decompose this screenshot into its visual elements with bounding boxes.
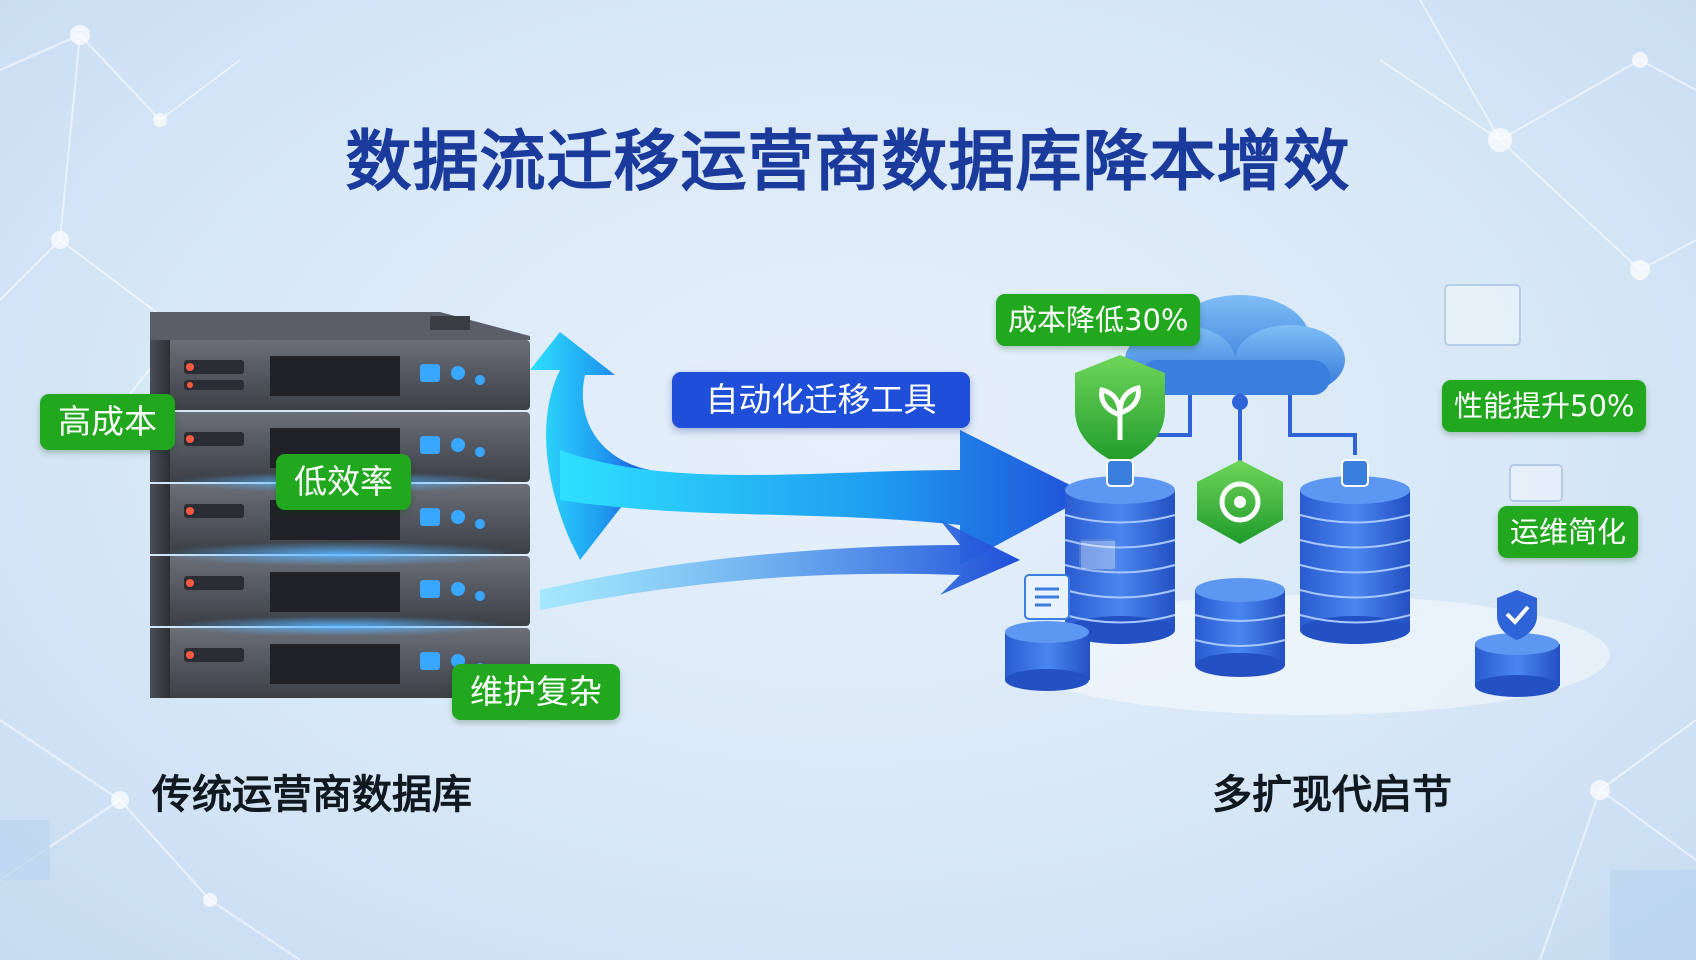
tag-cost-reduction: 成本降低30% bbox=[996, 294, 1201, 346]
tag-low-efficiency: 低效率 bbox=[276, 454, 411, 510]
tag-performance-boost: 性能提升50% bbox=[1442, 380, 1647, 432]
tag-complex-maintenance: 维护复杂 bbox=[452, 664, 620, 720]
arrow-lower-icon bbox=[540, 520, 1020, 610]
shield-check-icon bbox=[1497, 590, 1537, 640]
migration-tool-label: 自动化迁移工具 bbox=[672, 372, 970, 428]
shield-leaf-icon bbox=[1075, 355, 1165, 465]
arrow-up-icon bbox=[530, 332, 650, 560]
tag-high-cost: 高成本 bbox=[40, 394, 175, 450]
page-title: 数据流迁移运营商数据库降本增效 bbox=[345, 123, 1351, 200]
tag-ops-simplified: 运维简化 bbox=[1498, 506, 1639, 558]
database-icon bbox=[1475, 633, 1560, 697]
database-icon bbox=[1194, 578, 1286, 677]
modern-caption: 多扩现代启节 bbox=[1212, 772, 1452, 818]
shield-gear-icon bbox=[1197, 460, 1283, 544]
legacy-caption: 传统运营商数据库 bbox=[152, 772, 472, 818]
database-icon bbox=[1005, 621, 1090, 691]
database-icon bbox=[1299, 459, 1411, 644]
database-icon bbox=[1064, 459, 1176, 644]
cloud-icon bbox=[1125, 295, 1345, 395]
arrow-main-icon bbox=[560, 430, 1090, 565]
document-icon bbox=[1024, 574, 1070, 620]
modern-database-cluster bbox=[1005, 284, 1610, 715]
migration-arrows bbox=[530, 332, 1090, 610]
server-rack-icon bbox=[150, 312, 530, 698]
